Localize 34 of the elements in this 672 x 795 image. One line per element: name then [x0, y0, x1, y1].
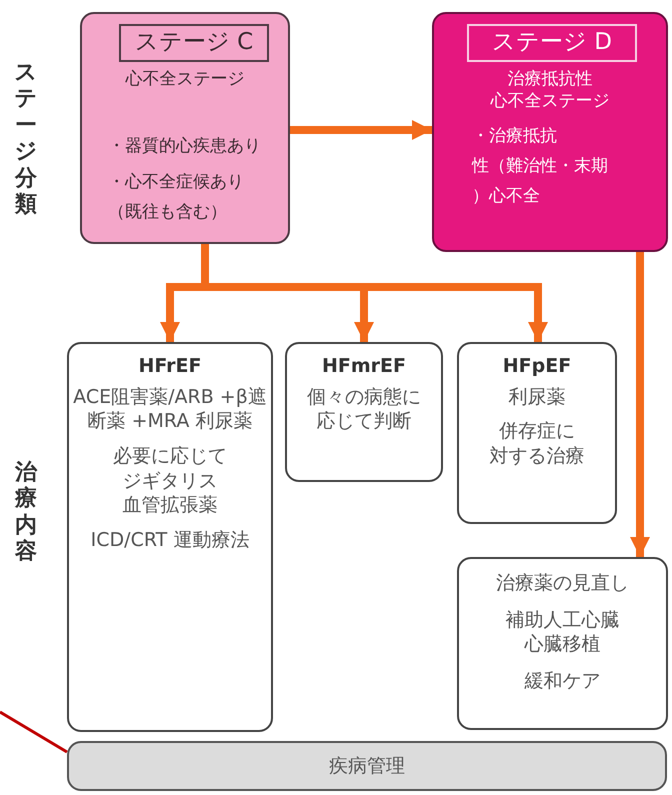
box-text: ・治療抵抗性（難治性・末期）心不全	[472, 125, 608, 208]
box-text: 補助人工心臓心臓移植	[506, 608, 620, 658]
box-text: ACE阻害薬/ARB +β遮断薬 +MRA 利尿薬	[72, 384, 268, 434]
row-label: 治療内容	[14, 460, 38, 566]
box-text: 併存症に対する治療	[490, 419, 584, 469]
box-heading: HFpEF	[502, 354, 572, 379]
box-text: ・器質的心疾患あり	[108, 135, 261, 158]
treatment-box	[457, 342, 617, 524]
stage-title-box	[467, 24, 637, 62]
box-text: 必要に応じてジギタリス血管拡張薬	[113, 444, 227, 518]
box-text: 心不全ステージ	[126, 68, 244, 90]
leader-line	[0, 710, 68, 754]
treatment-box	[457, 557, 668, 730]
box-text: 治療薬の見直し	[496, 571, 629, 596]
box-heading: HFrEF	[138, 354, 202, 379]
box-text: 緩和ケア	[524, 669, 600, 694]
treatment-box	[285, 342, 443, 482]
management-bar	[67, 741, 667, 791]
arrow	[630, 252, 650, 557]
box-heading: HFmrEF	[322, 354, 406, 379]
stage-box	[432, 12, 668, 252]
treatment-box	[67, 342, 273, 732]
box-text: ・心不全症候あり（既往も含む）	[108, 170, 244, 224]
box-text: 利尿薬	[508, 384, 566, 410]
box-text: 個々の病態に応じて判断	[307, 384, 421, 434]
stage-title: ステージ D	[492, 28, 612, 57]
stage-box	[80, 12, 290, 244]
stage-title: ステージ C	[134, 28, 254, 57]
row-label: ステージ分類	[14, 60, 38, 218]
arrow	[290, 120, 432, 140]
stage-title-box	[119, 24, 269, 62]
box-text: 治療抵抗性心不全ステージ	[490, 68, 610, 112]
box-text: ICD/CRT 運動療法	[90, 528, 250, 553]
box-text: 疾病管理	[329, 754, 405, 779]
